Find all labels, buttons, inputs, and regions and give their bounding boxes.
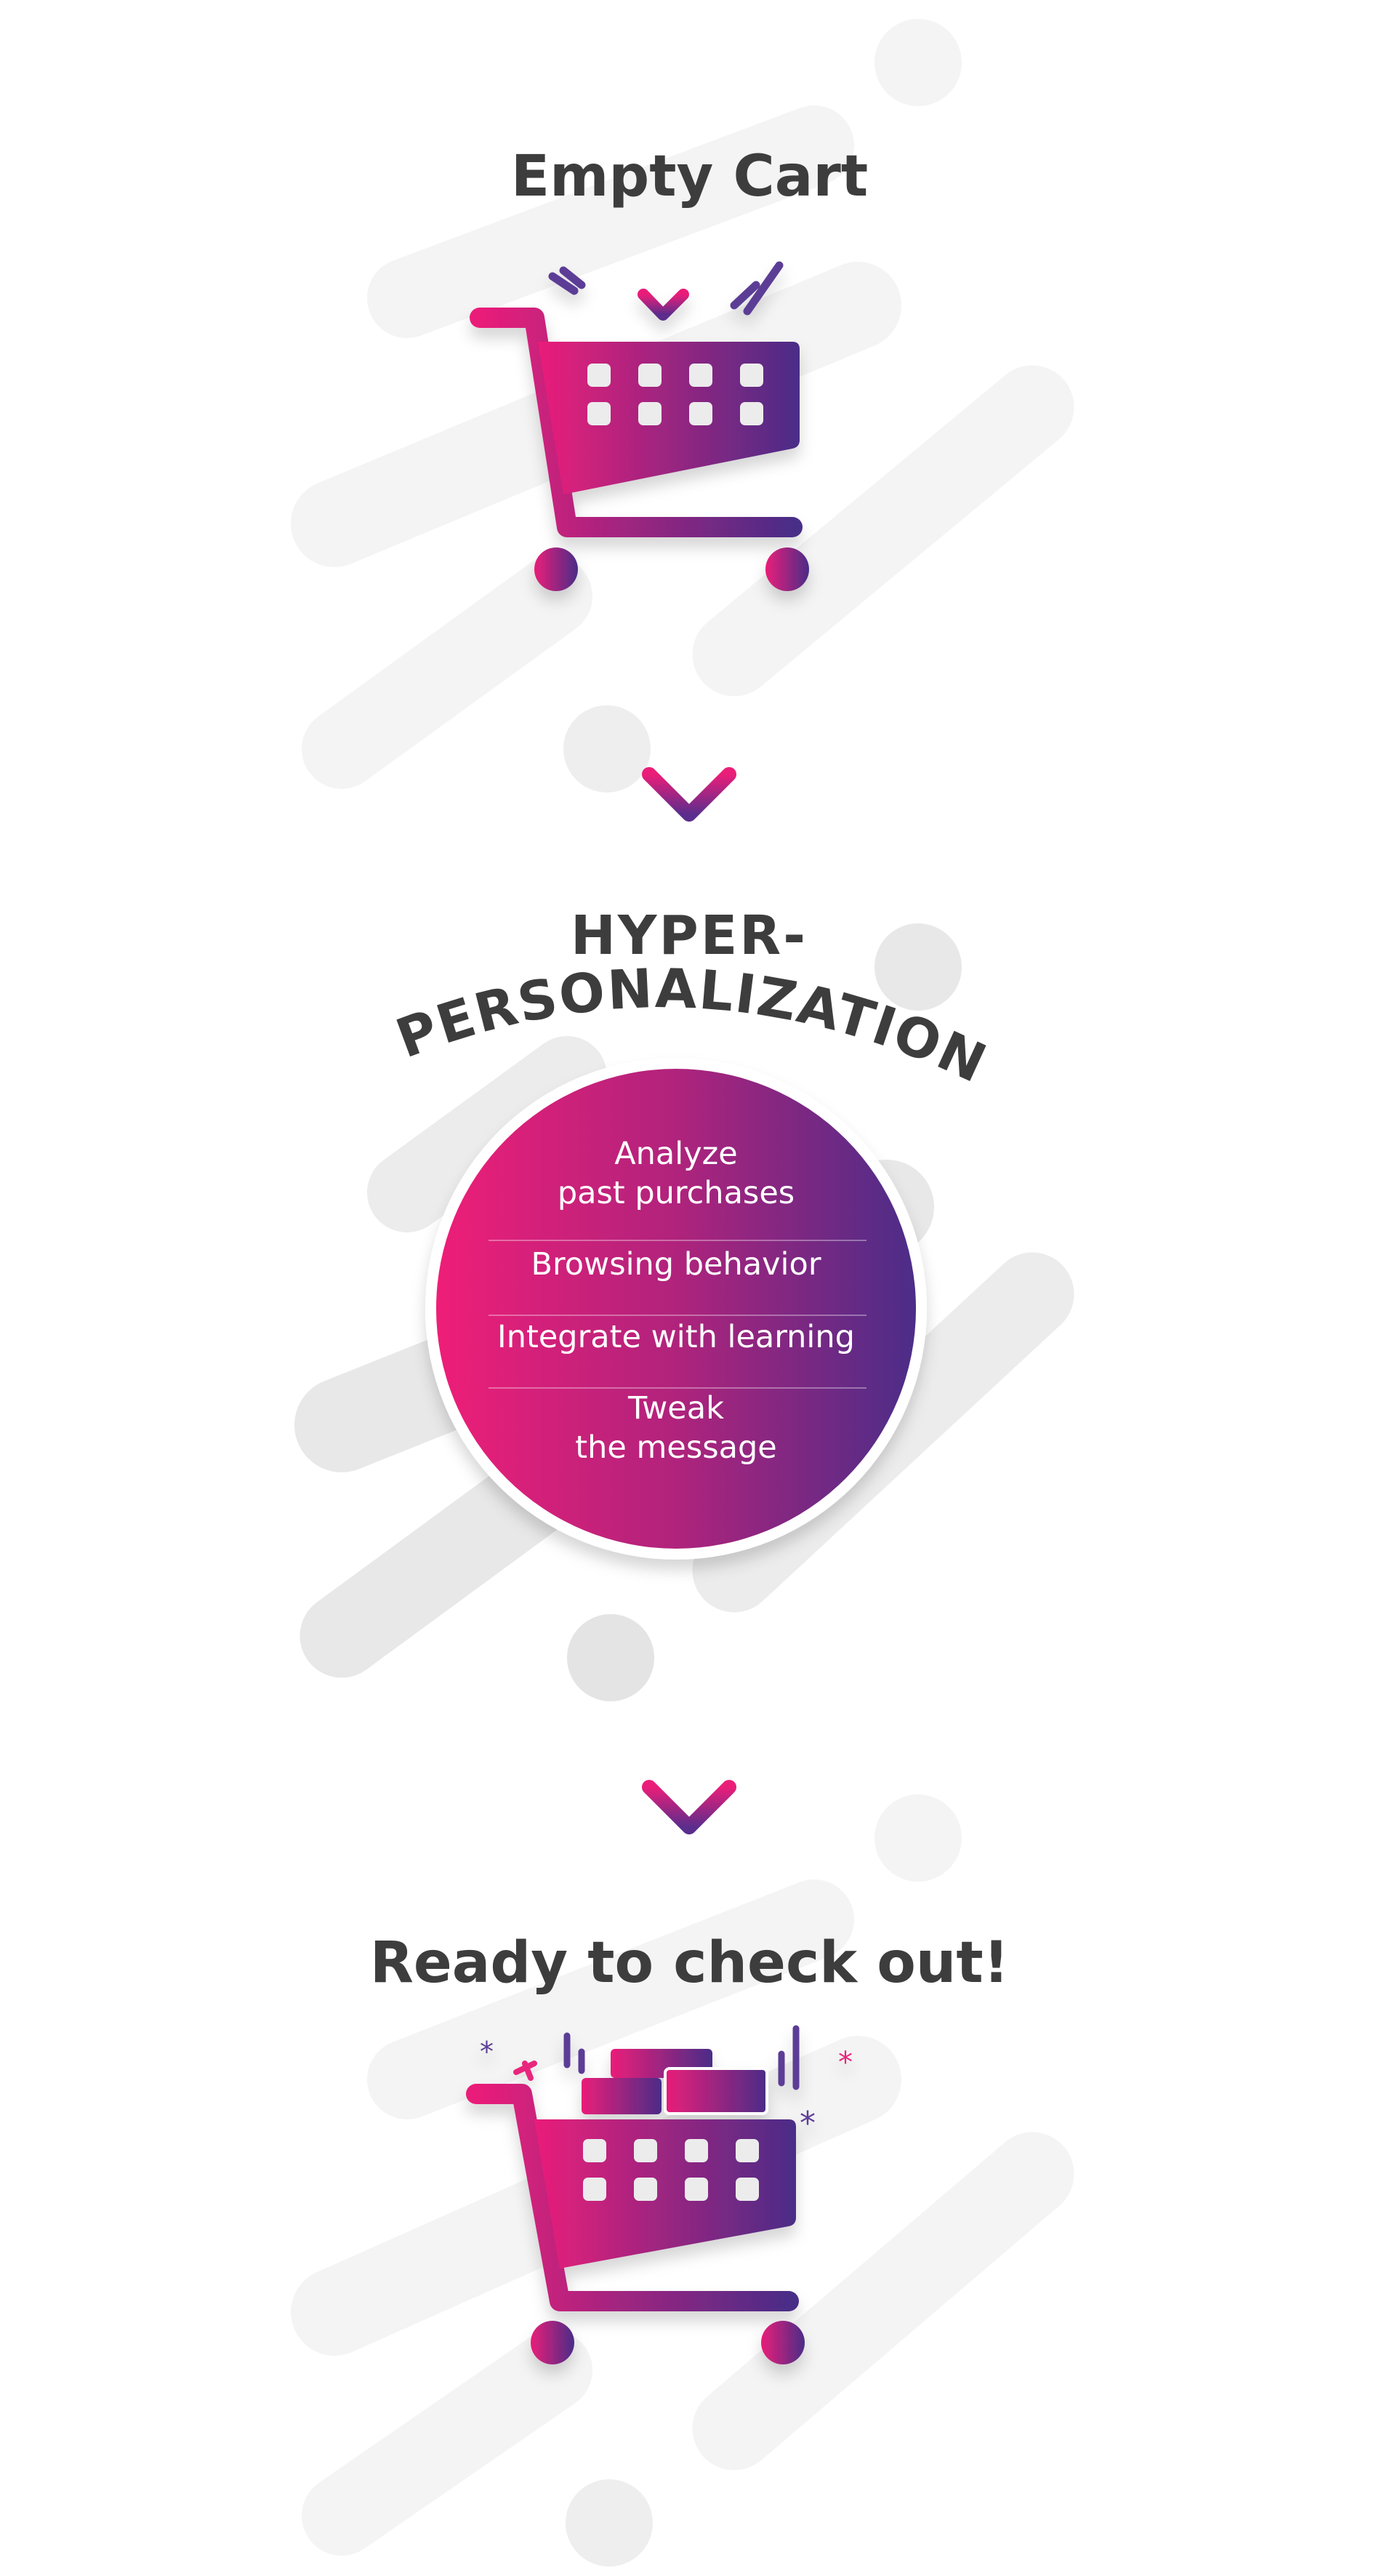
personalization-list: Analyze past purchases Browsing behavior… bbox=[451, 1134, 901, 1467]
list-item: Browsing behavior bbox=[531, 1246, 821, 1283]
list-item: Tweak the message bbox=[575, 1390, 777, 1466]
full-cart-icon: * * * bbox=[466, 2025, 853, 2364]
process-circle bbox=[425, 1058, 927, 1560]
step-title-ready: Ready to check out! bbox=[369, 1930, 1010, 1996]
item-divider bbox=[489, 1387, 867, 1389]
process-title-line1: HYPER- bbox=[571, 904, 808, 967]
list-item: Integrate with learning bbox=[497, 1319, 855, 1355]
list-item: Analyze past purchases bbox=[557, 1136, 795, 1211]
down-arrow-icon bbox=[642, 705, 736, 822]
svg-text:*: * bbox=[838, 2046, 853, 2079]
svg-text:*: * bbox=[480, 2036, 494, 2068]
cart-icon bbox=[470, 249, 809, 591]
item-divider bbox=[489, 1315, 867, 1316]
down-arrow-icon bbox=[642, 1722, 736, 1834]
step-title-empty-cart: Empty Cart bbox=[510, 144, 869, 209]
item-divider bbox=[489, 1240, 867, 1241]
svg-text:*: * bbox=[800, 2105, 816, 2142]
